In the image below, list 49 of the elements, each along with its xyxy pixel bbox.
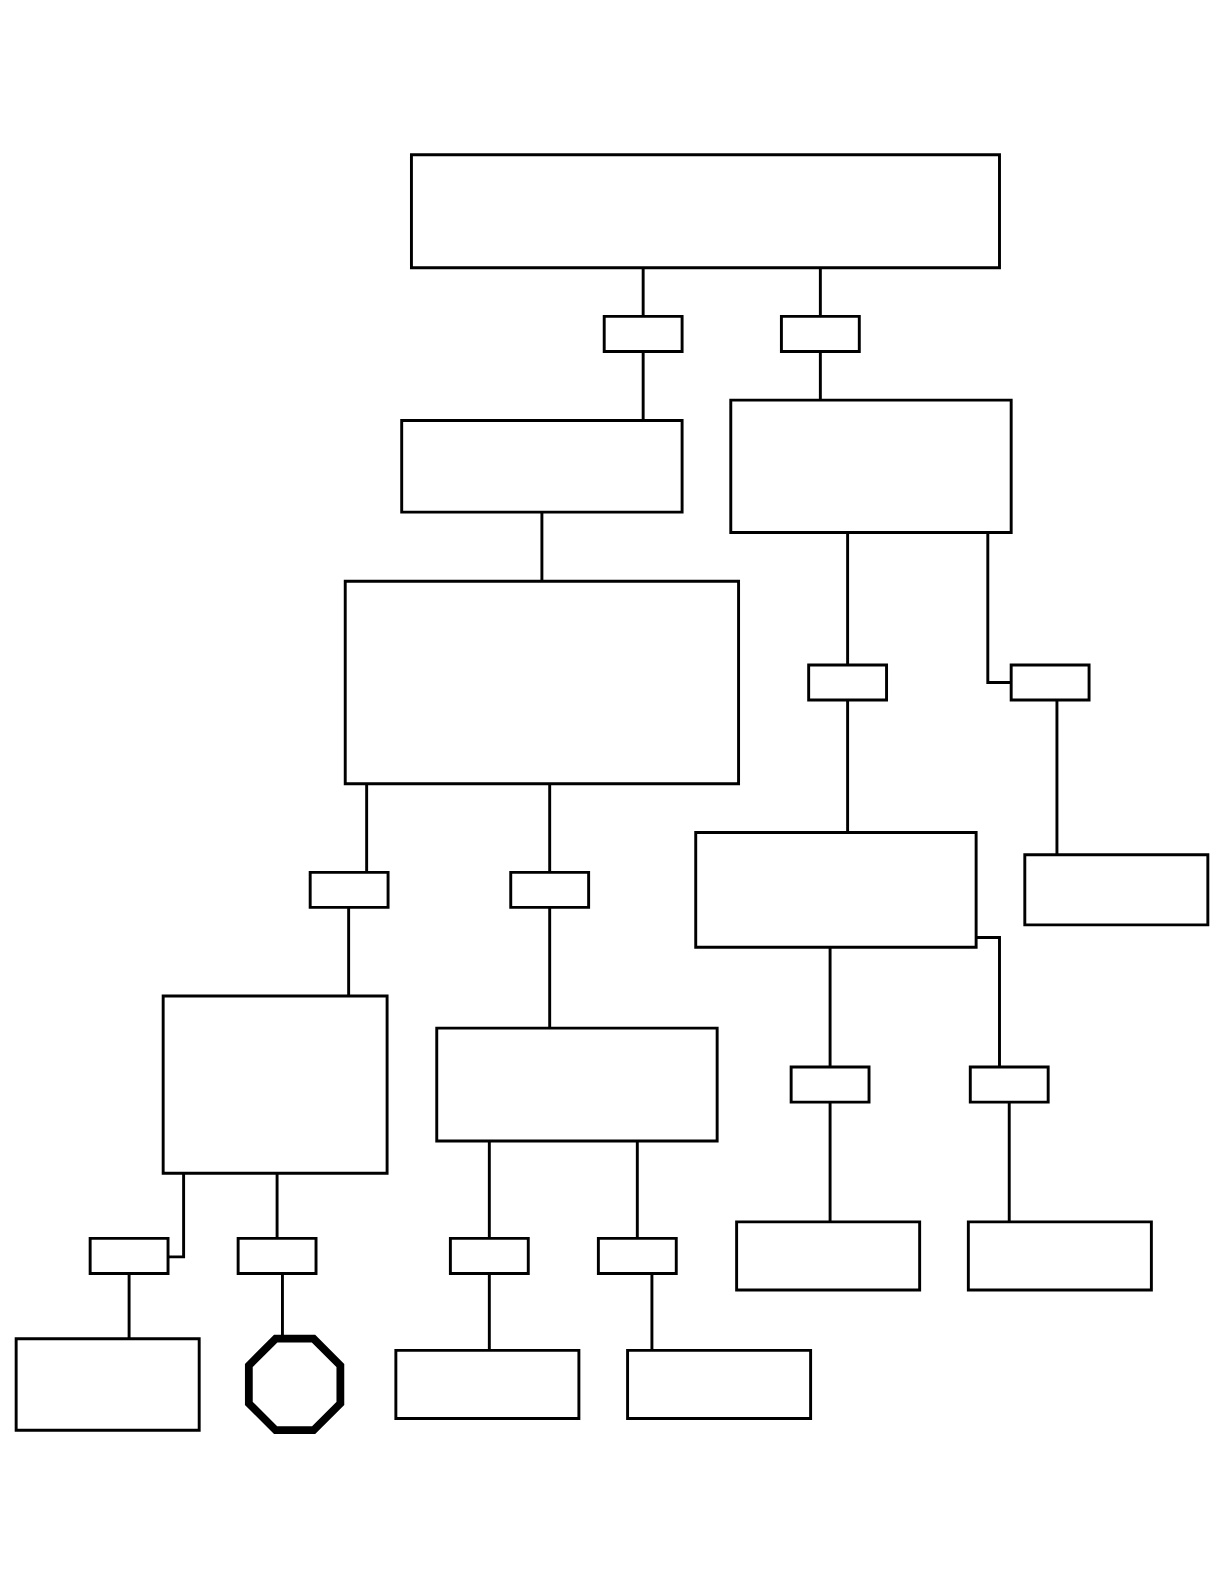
connector: [1007, 1101, 1011, 1222]
node-box: [596, 1236, 678, 1275]
node-box: [602, 314, 684, 353]
node-box: [1009, 663, 1091, 701]
node-box: [779, 314, 861, 353]
connector: [548, 783, 552, 872]
connector: [650, 1273, 654, 1350]
connector: [548, 907, 552, 1027]
node-box: [968, 1065, 1050, 1104]
node-box: [343, 579, 741, 785]
node-box: [1023, 852, 1210, 926]
connector: [168, 1172, 186, 1258]
connector: [487, 1141, 491, 1238]
connector: [127, 1273, 131, 1338]
node-octagon: [244, 1334, 345, 1434]
node-box: [807, 663, 888, 701]
node-box: [236, 1236, 318, 1275]
node-box: [729, 398, 1013, 534]
connector: [1055, 699, 1059, 854]
node-box: [448, 1236, 530, 1275]
connector: [347, 907, 351, 995]
node-box: [626, 1348, 813, 1420]
node-box: [161, 994, 389, 1175]
connector: [280, 1273, 284, 1338]
connector: [540, 511, 544, 581]
connector: [275, 1172, 279, 1238]
node-box: [435, 1026, 719, 1142]
node-box: [410, 152, 1001, 269]
connector: [641, 351, 645, 420]
node-box: [694, 830, 978, 949]
connector: [635, 1141, 639, 1238]
node-box: [735, 1219, 922, 1291]
connector: [828, 1101, 832, 1222]
connector: [487, 1273, 491, 1350]
node-box: [14, 1336, 201, 1432]
node-box: [394, 1348, 581, 1420]
connector: [365, 783, 369, 872]
connector: [846, 532, 850, 664]
connector: [641, 267, 645, 316]
node-box: [308, 870, 390, 909]
node-box: [789, 1065, 871, 1104]
connector: [846, 699, 850, 832]
node-box: [88, 1236, 170, 1275]
connector: [818, 267, 822, 316]
connector: [818, 351, 822, 400]
node-box: [509, 870, 591, 909]
node-box: [966, 1219, 1153, 1291]
connector: [828, 947, 832, 1066]
node-box: [400, 418, 684, 514]
